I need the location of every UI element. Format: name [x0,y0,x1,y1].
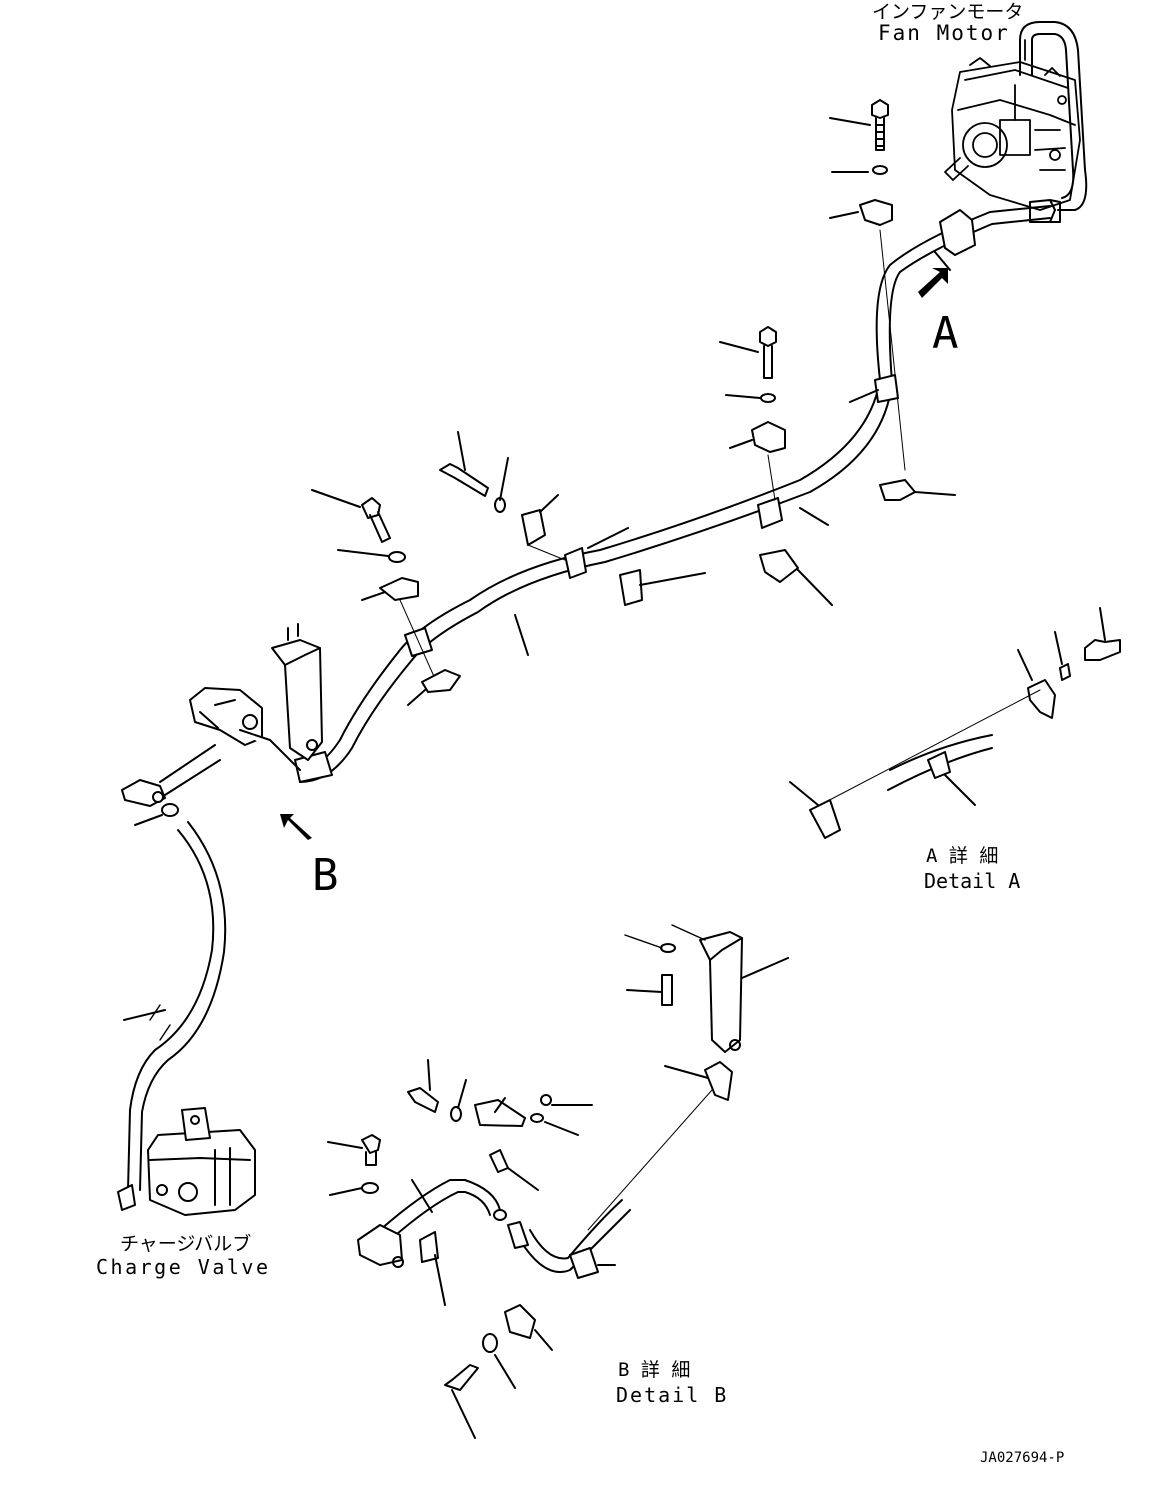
detail-a-jp-label: A 詳 細 [926,845,998,867]
drawing-number: JA027694-P [980,1450,1064,1466]
main-hose [299,205,1051,783]
upper-fasteners [311,99,956,706]
motor-return-hose [1019,21,1088,211]
arrow-b [280,814,312,840]
o-ring-b [161,803,179,817]
detail-b [327,924,789,1439]
arrow-a-label: A [932,308,959,359]
detail-b-en-label: Detail B [616,1383,728,1407]
fan-motor [944,39,1081,211]
detail-a-en-label: Detail A [924,869,1020,893]
charge-valve [117,1107,256,1216]
hose-clamps [294,209,976,783]
detail-a [789,607,1121,839]
arrow-a [918,268,948,298]
charge-valve-en-label: Charge Valve [96,1255,271,1279]
charge-valve-hose [123,821,227,1191]
arrow-b-label: B [312,850,339,901]
fan-motor-jp-label: インファンモータ [872,1,1023,23]
detail-b-jp-label: B 詳 細 [618,1359,690,1381]
left-bracket-assembly [121,623,323,807]
motor-fitting [1029,199,1061,223]
fan-motor-en-label: Fan Motor [878,21,1010,45]
charge-valve-jp-label: チャージバルブ [120,1232,251,1255]
